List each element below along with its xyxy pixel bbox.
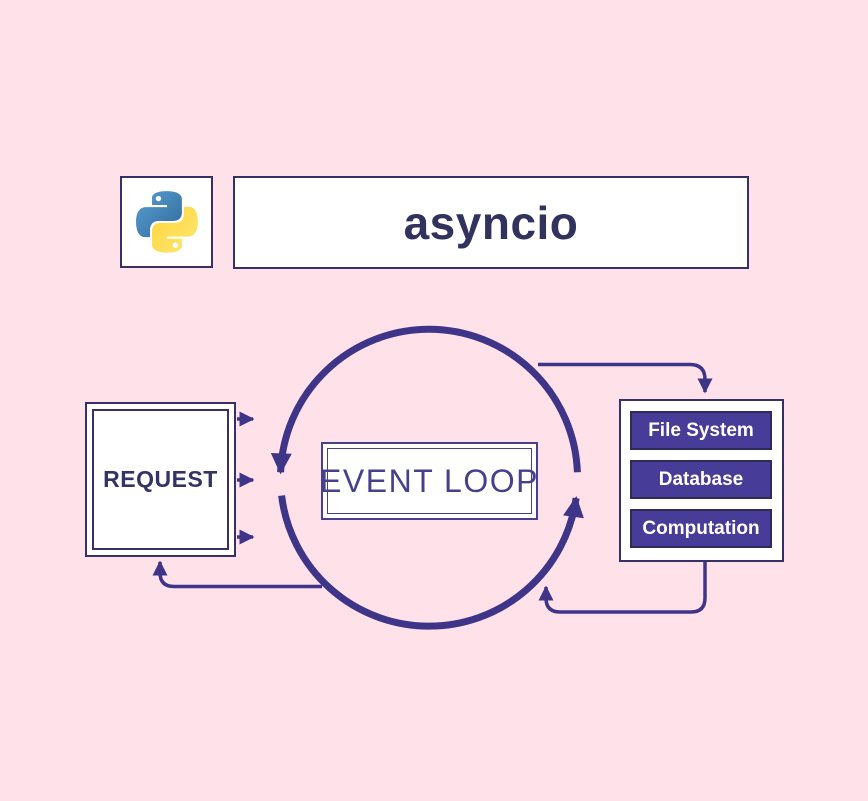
service-database: Database xyxy=(630,460,772,499)
event-loop-label: EVENT LOOP xyxy=(320,462,539,499)
page-title: asyncio xyxy=(403,196,579,249)
title-box: asyncio xyxy=(233,176,749,269)
loop-to-request-connector xyxy=(152,560,322,589)
python-logo-icon xyxy=(135,191,198,253)
event-loop-box-inner: EVENT LOOP xyxy=(320,448,537,514)
loop-to-services-connector xyxy=(538,362,713,394)
services-to-loop-connector xyxy=(538,562,707,614)
event-loop-box: EVENT LOOP xyxy=(320,442,538,520)
request-label: REQUEST xyxy=(103,466,218,492)
service-file-system: File System xyxy=(630,411,772,450)
request-box: REQUEST xyxy=(85,402,236,557)
service-computation: Computation xyxy=(630,509,772,548)
python-logo-box xyxy=(120,176,213,268)
services-box: File System Database Computation xyxy=(619,399,784,562)
request-box-inner: REQUEST xyxy=(92,409,229,550)
